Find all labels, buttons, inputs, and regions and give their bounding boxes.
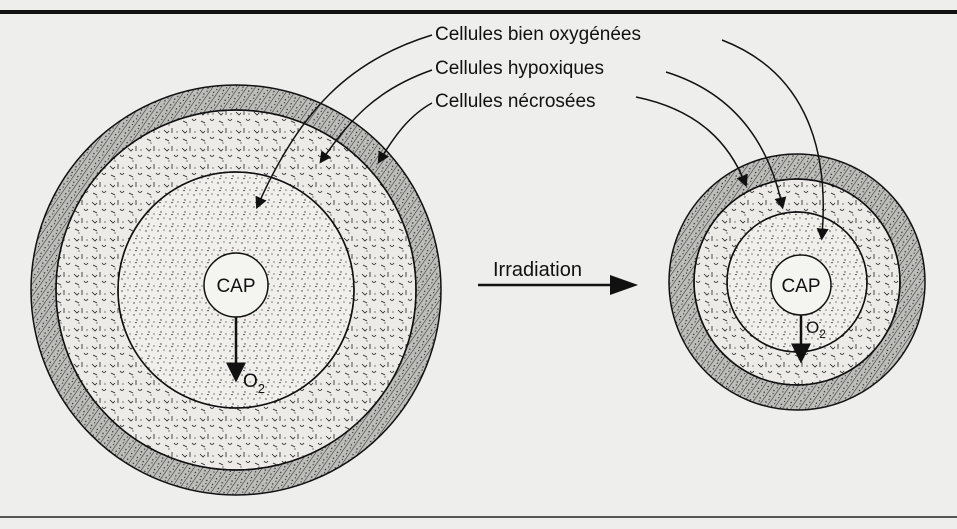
tumor-after-irradiation: CAP O2 — [668, 153, 926, 411]
o2-label-large: O2 — [243, 371, 265, 396]
label-hypoxic: Cellules hypoxiques — [435, 58, 604, 79]
irradiation-arrow-head — [610, 275, 638, 295]
label-necrotic: Cellules nécrosées — [435, 91, 596, 112]
leader-necrotic-right — [635, 96, 748, 188]
leader-oxygenated-left — [255, 34, 433, 210]
leader-necrotic-left — [377, 102, 433, 164]
o2-label-small: O2 — [806, 318, 826, 341]
cap-label-large: CAP — [216, 276, 255, 297]
leader-hypoxic-left — [319, 69, 433, 164]
cap-label-small: CAP — [781, 276, 820, 297]
label-well-oxygenated: Cellules bien oxygénées — [435, 24, 641, 45]
irradiation-label: Irradiation — [493, 259, 582, 281]
leader-hypoxic-right — [665, 71, 787, 210]
tumor-before-irradiation: CAP O2 — [30, 84, 442, 496]
leader-oxygenated-right — [721, 39, 829, 241]
